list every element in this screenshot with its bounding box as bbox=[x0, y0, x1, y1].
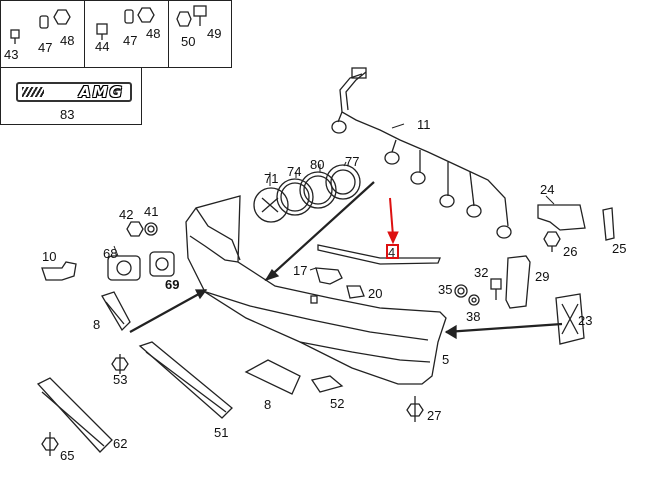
label-65: 65 bbox=[60, 448, 75, 463]
license-plate-62 bbox=[36, 377, 113, 453]
reinforcement-23 bbox=[555, 293, 585, 345]
amg-badge-text: AMG bbox=[79, 83, 124, 101]
bracket-17 bbox=[315, 267, 343, 285]
bracket-24 bbox=[537, 204, 586, 231]
label-71: 71 bbox=[264, 171, 279, 186]
nut-icon-35 bbox=[454, 284, 468, 298]
bolt-icon-49 bbox=[193, 5, 207, 26]
label-35: 35 bbox=[438, 282, 453, 297]
label-77: 77 bbox=[345, 154, 360, 169]
label-8-bottom: 8 bbox=[264, 397, 272, 412]
label-80: 80 bbox=[310, 157, 325, 172]
label-50: 50 bbox=[181, 34, 196, 49]
washer-icon-41 bbox=[144, 222, 158, 236]
amg-box bbox=[0, 67, 142, 125]
label-74: 74 bbox=[287, 164, 302, 179]
bolt-icon-44 bbox=[96, 23, 108, 40]
sensor-69 bbox=[149, 251, 175, 277]
nut-icon-42 bbox=[126, 221, 144, 237]
ring-77 bbox=[325, 164, 361, 200]
screw-icon-27 bbox=[406, 396, 424, 422]
ring-74 bbox=[276, 178, 314, 216]
screw-icon-50 bbox=[176, 11, 192, 27]
highlight-box bbox=[386, 244, 399, 259]
trim-strip-4 bbox=[317, 244, 441, 265]
nut-icon-48 bbox=[53, 9, 71, 25]
label-52: 52 bbox=[330, 396, 345, 411]
bolt-icon-43 bbox=[10, 29, 20, 44]
label-41: 41 bbox=[144, 204, 159, 219]
label-32: 32 bbox=[474, 265, 489, 280]
label-48: 48 bbox=[60, 33, 75, 48]
label-27: 27 bbox=[427, 408, 442, 423]
label-23: 23 bbox=[578, 313, 593, 328]
cap-52 bbox=[310, 375, 344, 393]
clip-20 bbox=[346, 285, 365, 299]
label-43: 43 bbox=[4, 47, 19, 62]
label-10: 10 bbox=[42, 249, 57, 264]
ring-80 bbox=[299, 171, 337, 209]
label-5: 5 bbox=[442, 352, 450, 367]
nut-icon-48b bbox=[137, 7, 155, 23]
bracket-29 bbox=[505, 255, 531, 309]
label-42: 42 bbox=[119, 207, 134, 222]
label-47: 47 bbox=[38, 40, 53, 55]
screw-icon-65 bbox=[41, 432, 59, 456]
label-51: 51 bbox=[214, 425, 229, 440]
amg-badge: AMG bbox=[16, 82, 132, 102]
guide-8-bottom bbox=[244, 359, 301, 395]
bolt-icon-32 bbox=[490, 278, 502, 300]
label-83: 83 bbox=[60, 107, 75, 122]
fastener-box-3 bbox=[168, 0, 232, 68]
sensor-68 bbox=[107, 255, 141, 281]
label-29: 29 bbox=[535, 269, 550, 284]
label-25: 25 bbox=[612, 241, 627, 256]
label-68: 68 bbox=[103, 246, 118, 261]
amg-stripes-icon bbox=[22, 87, 44, 97]
label-48-b: 48 bbox=[146, 26, 161, 41]
nut-icon-38 bbox=[468, 294, 480, 306]
label-20: 20 bbox=[368, 286, 383, 301]
wiring-harness-11 bbox=[331, 67, 512, 239]
label-8-left: 8 bbox=[93, 317, 101, 332]
label-62: 62 bbox=[113, 436, 128, 451]
label-11: 11 bbox=[417, 117, 431, 132]
bumper-cover-5 bbox=[185, 195, 447, 385]
plate-bracket-51 bbox=[138, 341, 233, 419]
highlight-arrow bbox=[387, 197, 399, 245]
label-49: 49 bbox=[207, 26, 222, 41]
label-4: 4 bbox=[388, 245, 396, 260]
label-38: 38 bbox=[466, 309, 481, 324]
guide-8-left bbox=[101, 291, 131, 332]
label-47-b: 47 bbox=[123, 33, 138, 48]
label-24: 24 bbox=[540, 182, 555, 197]
screw-icon-26 bbox=[543, 231, 561, 252]
label-53: 53 bbox=[113, 372, 128, 387]
label-17: 17 bbox=[293, 263, 308, 278]
label-69: 69 bbox=[165, 277, 180, 292]
label-26: 26 bbox=[563, 244, 578, 259]
label-44: 44 bbox=[95, 39, 110, 54]
nut-icon-47 bbox=[39, 15, 49, 29]
bracket-10 bbox=[41, 261, 77, 281]
ring-71 bbox=[253, 187, 289, 223]
nut-icon-47b bbox=[124, 9, 134, 24]
bracket-25 bbox=[602, 207, 615, 241]
screw-icon-53 bbox=[111, 354, 129, 374]
